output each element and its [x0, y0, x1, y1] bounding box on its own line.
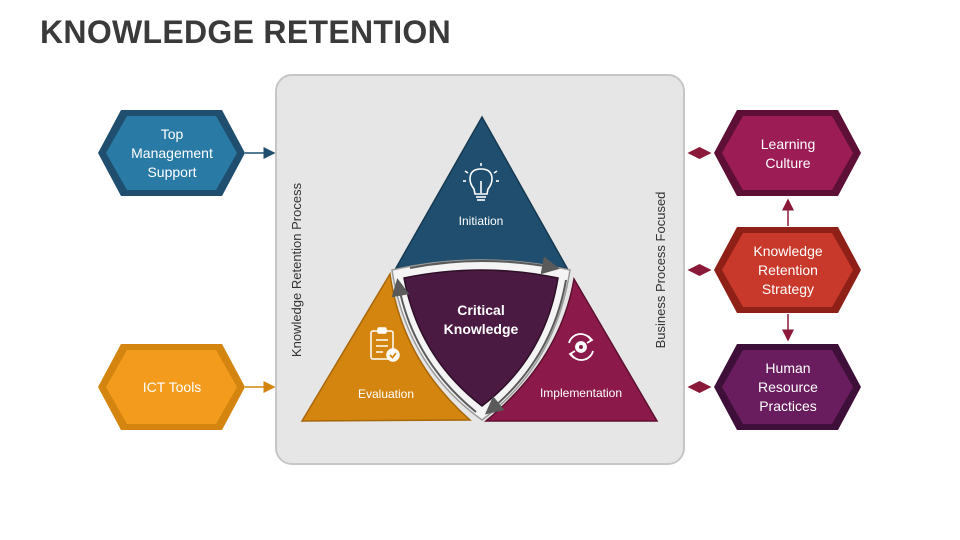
top-management-line3: Support: [147, 164, 196, 180]
center-label-line2: Knowledge: [444, 321, 519, 337]
strategy-line2: Retention: [758, 262, 818, 278]
evaluation-triangle: [300, 271, 472, 422]
strategy-line1: Knowledge: [753, 243, 822, 259]
focus-side-label: Business Process Focused: [653, 192, 668, 349]
learning-culture-line1: Learning: [761, 136, 816, 152]
top-management-support-box: Top Management Support: [98, 110, 245, 196]
knowledge-retention-strategy-box: Knowledge Retention Strategy: [714, 227, 861, 313]
implementation-label: Implementation: [540, 386, 622, 400]
hr-line3: Practices: [759, 398, 817, 414]
evaluation-label: Evaluation: [358, 387, 414, 401]
initiation-label: Initiation: [459, 214, 504, 228]
learning-culture-box: Learning Culture: [714, 110, 861, 196]
hr-line2: Resource: [758, 379, 818, 395]
lightbulb-icon: [463, 163, 499, 201]
process-side-label: Knowledge Retention Process: [289, 182, 304, 357]
center-label-line1: Critical: [457, 302, 504, 318]
learning-culture-line2: Culture: [765, 155, 810, 171]
page-title: KNOWLEDGE RETENTION: [40, 14, 452, 50]
strategy-line3: Strategy: [762, 281, 814, 297]
gear-cycle-icon: [568, 333, 594, 361]
top-management-line2: Management: [131, 145, 213, 161]
hr-line1: Human: [765, 360, 810, 376]
ict-tools-label: ICT Tools: [143, 379, 202, 395]
cycle-arrow-right: [484, 279, 567, 415]
implementation-triangle: [483, 276, 659, 422]
clipboard-check-icon: [370, 327, 400, 362]
human-resource-practices-box: Human Resource Practices: [714, 344, 861, 430]
ict-tools-box: ICT Tools: [98, 344, 245, 430]
cycle-arrow-top: [409, 256, 560, 275]
top-management-line1: Top: [161, 126, 184, 142]
cycle-arrow-left: [391, 278, 477, 413]
critical-knowledge-shape: [403, 269, 559, 407]
